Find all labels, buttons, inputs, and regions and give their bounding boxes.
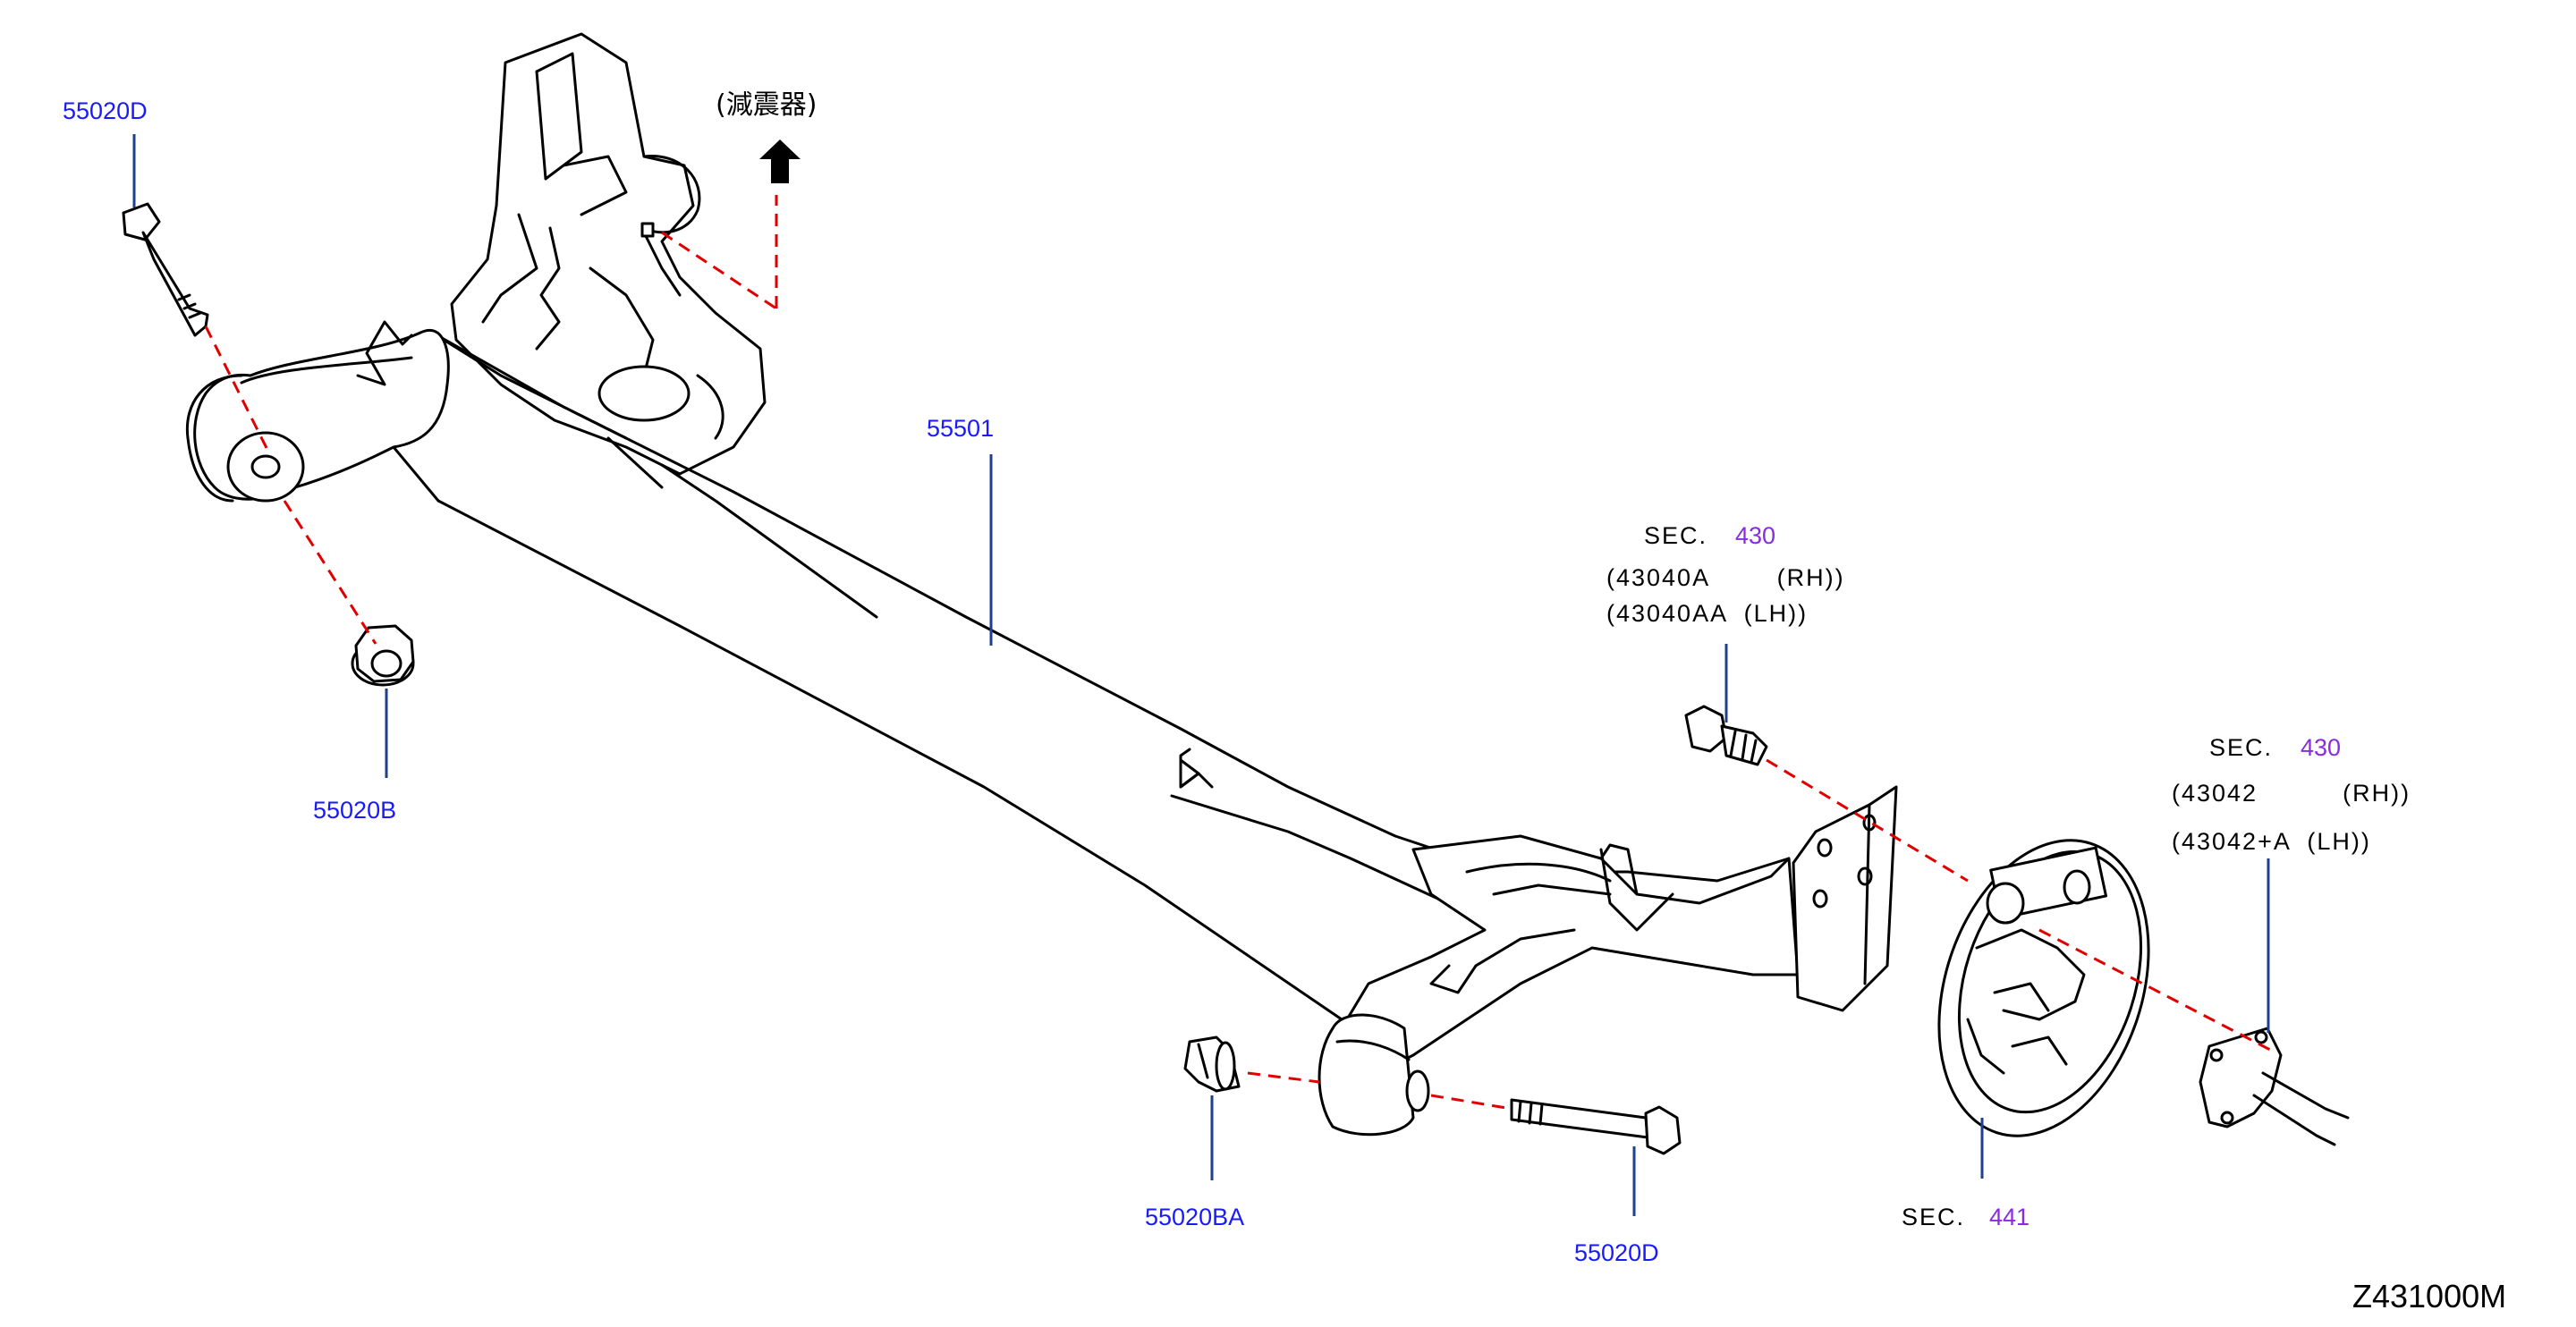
hub-mount-plate <box>1792 785 1898 1012</box>
brake-backing-plate <box>1937 839 2150 1137</box>
diagram-id: Z431000M <box>2352 1278 2506 1314</box>
part-label-axle-beam: 55501 <box>927 415 994 442</box>
axle-beam <box>392 329 1800 1075</box>
bolt-top-left <box>122 202 209 337</box>
sec-brake-number: 441 <box>1989 1204 2029 1230</box>
bolt-bottom <box>1510 1098 1682 1155</box>
shock-absorber-note: (減震器) <box>716 89 817 121</box>
right-bushing-housing <box>1318 1013 1430 1137</box>
assembly-connectors <box>204 195 2273 1111</box>
nut-left <box>351 624 415 687</box>
bolt-hub-mount <box>1684 705 1768 766</box>
sec-axle-line1: (43042 (RH)) <box>2172 780 2411 807</box>
part-label-nut-left: 55020B <box>313 797 396 824</box>
up-arrow-icon <box>759 139 801 183</box>
sec-hub-prefix: SEC. <box>1644 522 1707 549</box>
sec-axle-number: 430 <box>2301 734 2341 761</box>
axle-spindle <box>2199 1027 2350 1146</box>
part-label-bushing: 55020BA <box>1145 1204 1244 1230</box>
sec-axle-line2: (43042+A (LH)) <box>2172 828 2371 855</box>
sec-axle-prefix: SEC. <box>2209 734 2273 761</box>
left-bushing-housing <box>185 320 450 503</box>
sec-hub-line2: (43040AA (LH)) <box>1606 600 1808 627</box>
sec-hub-line1: (43040A (RH)) <box>1606 564 1845 591</box>
part-label-bolt-top-left: 55020D <box>63 97 148 124</box>
sec-brake-prefix: SEC. <box>1902 1204 1965 1230</box>
bushing-cone <box>1183 1035 1241 1093</box>
leader-lines <box>132 134 2270 1216</box>
sec-hub-number: 430 <box>1735 522 1775 549</box>
part-label-bolt-bottom: 55020D <box>1574 1239 1659 1266</box>
